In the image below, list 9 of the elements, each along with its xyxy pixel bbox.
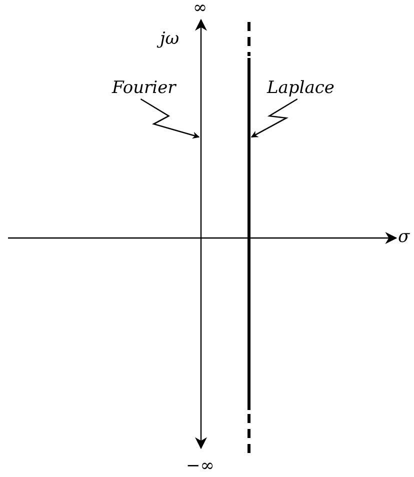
leader-arrow <box>140 98 200 139</box>
vertical-axis <box>195 18 207 450</box>
leader-arrow <box>250 98 298 138</box>
infinity-label: ∞ <box>193 0 208 17</box>
axis-label: σ <box>398 229 410 246</box>
annotation-text: Fourier <box>112 80 176 97</box>
infinity-label: −∞ <box>186 458 214 475</box>
annotation-text: Laplace <box>267 80 334 97</box>
thick-line <box>248 22 250 456</box>
